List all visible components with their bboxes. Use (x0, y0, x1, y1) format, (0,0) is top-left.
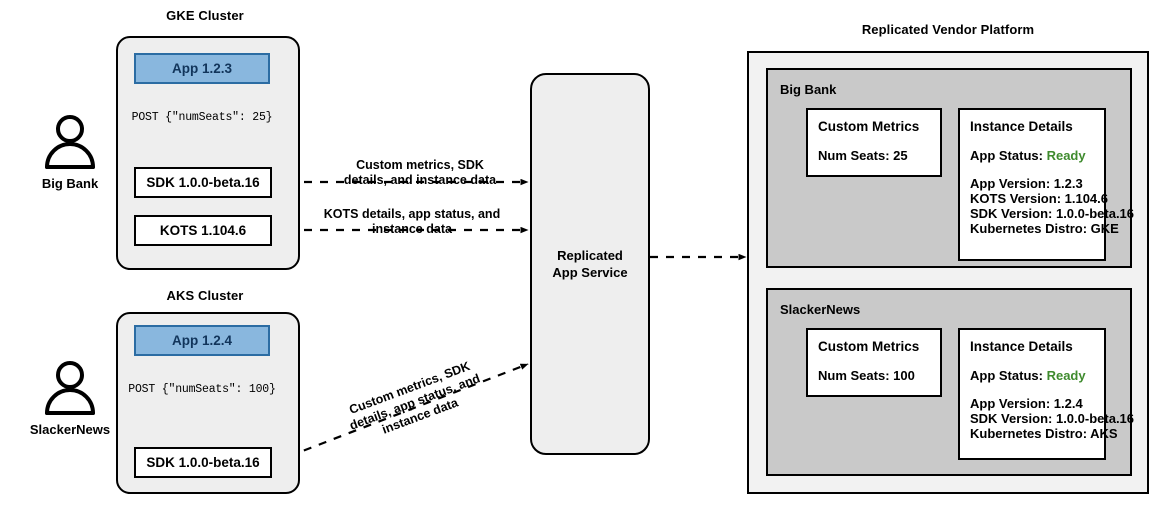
panel-row: Num Seats: 25 (818, 148, 908, 163)
edge-label-line: details, and instance data (343, 173, 497, 187)
tenant-box-slackernews: SlackerNews Custom Metrics Num Seats: 10… (766, 288, 1135, 476)
edge-label-sdk-to-service: Custom metrics, SDK details, and instanc… (330, 158, 510, 188)
person-icon (45, 361, 95, 415)
panel-heading: Instance Details (970, 339, 1073, 354)
edge-label-line: KOTS details, app status, and (323, 207, 501, 221)
slackernews-avatar (40, 358, 100, 418)
person-icon (45, 115, 95, 169)
aks-sdk-box[interactable]: SDK 1.0.0-beta.16 (134, 447, 272, 478)
service-label: Replicated App Service (552, 247, 627, 281)
panel-row: App Version: 1.2.3 (970, 176, 1083, 191)
app-status-label: App Status: (970, 368, 1043, 383)
app-status-row: App Status: Ready (970, 368, 1094, 383)
instance-details-panel-slackernews: Instance Details App Status: Ready App V… (958, 328, 1135, 460)
app-status-label: App Status: (970, 148, 1043, 163)
aks-cluster-title: AKS Cluster (166, 288, 244, 303)
gke-app-box[interactable]: App 1.2.3 (134, 53, 270, 84)
aks-post-call: POST {"numSeats": 100} (128, 383, 276, 396)
custom-metrics-panel-slackernews: Custom Metrics Num Seats: 100 (806, 328, 942, 397)
status-badge: Ready (1046, 368, 1086, 383)
vendor-platform-title: Replicated Vendor Platform (861, 22, 1035, 37)
tenant-title: Big Bank (780, 82, 837, 97)
big-bank-actor-label: Big Bank (41, 176, 99, 191)
instance-details-panel-big-bank: Instance Details App Status: Ready App V… (958, 108, 1135, 261)
gke-post-call: POST {"numSeats": 25} (131, 111, 273, 124)
gke-cluster-title: GKE Cluster (166, 8, 244, 23)
app-status-row: App Status: Ready (970, 148, 1094, 163)
aks-app-box[interactable]: App 1.2.4 (134, 325, 270, 356)
panel-row: App Version: 1.2.4 (970, 396, 1083, 411)
custom-metrics-panel-big-bank: Custom Metrics Num Seats: 25 (806, 108, 942, 177)
panel-heading: Instance Details (970, 119, 1073, 134)
panel-row: KOTS Version: 1.104.6 (970, 191, 1109, 206)
edge-label-line: instance data (372, 222, 452, 236)
panel-row: Kubernetes Distro: AKS (970, 426, 1118, 441)
tenant-title: SlackerNews (780, 302, 861, 317)
panel-row: Num Seats: 100 (818, 368, 915, 383)
gke-kots-box[interactable]: KOTS 1.104.6 (134, 215, 272, 246)
panel-row: SDK Version: 1.0.0-beta.16 (970, 206, 1135, 221)
service-label-line: App Service (552, 265, 628, 280)
replicated-app-service-box[interactable]: Replicated App Service (530, 73, 650, 455)
edge-label-kots-to-service: KOTS details, app status, and instance d… (312, 207, 512, 237)
tenant-box-big-bank: Big Bank Custom Metrics Num Seats: 25 In… (766, 68, 1135, 268)
status-badge: Ready (1046, 148, 1086, 163)
service-label-line: Replicated (557, 248, 623, 263)
gke-sdk-box[interactable]: SDK 1.0.0-beta.16 (134, 167, 272, 198)
panel-heading: Custom Metrics (818, 339, 920, 354)
panel-row: SDK Version: 1.0.0-beta.16 (970, 411, 1135, 426)
edge-label-line: Custom metrics, SDK (356, 158, 484, 172)
panel-row: Kubernetes Distro: GKE (970, 221, 1119, 236)
edge-aks-sdk-to-service (273, 362, 529, 464)
slackernews-actor-label: SlackerNews (29, 422, 111, 437)
panel-heading: Custom Metrics (818, 119, 920, 134)
big-bank-avatar (40, 112, 100, 172)
